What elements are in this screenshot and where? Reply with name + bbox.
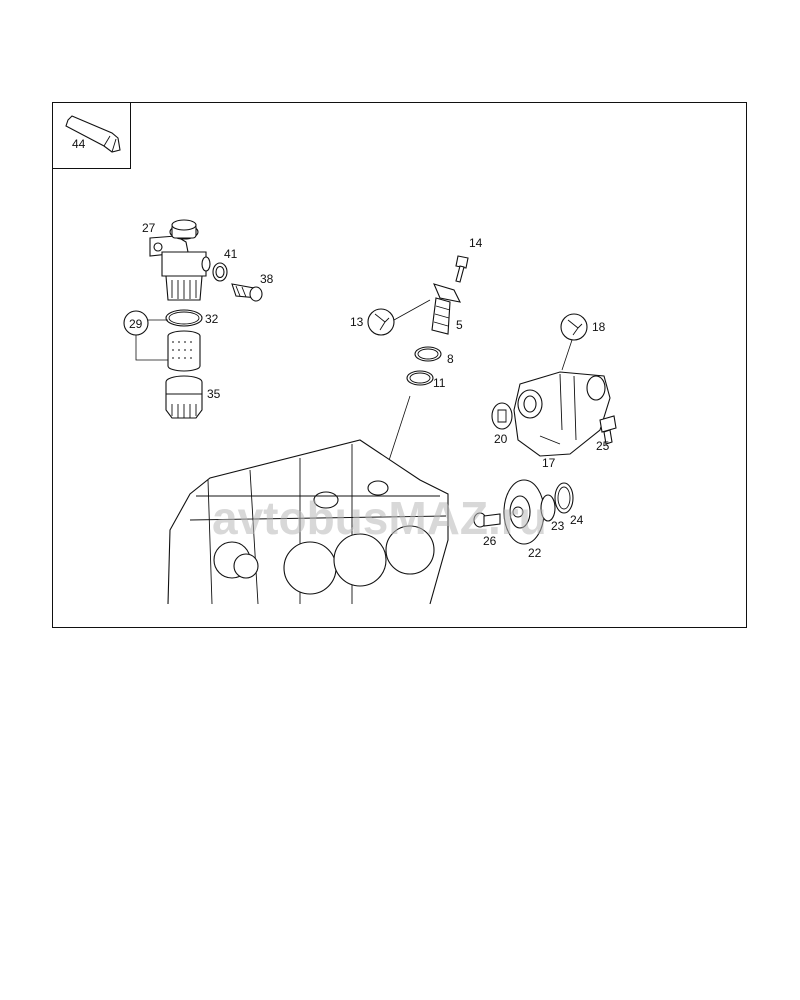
- engine-block-icon: [167, 439, 449, 605]
- o-ring-11-icon: [379, 370, 434, 489]
- bolt-25-icon: [599, 415, 617, 445]
- wrench-18-icon: [560, 313, 588, 371]
- callout-18: 18: [592, 320, 606, 334]
- banjo-bolt-icon: [231, 283, 263, 302]
- callout-20: 20: [494, 432, 508, 446]
- filter-bowl-icon: [165, 375, 203, 419]
- kit-29-bracket: [123, 310, 168, 361]
- inset-box: 44: [52, 102, 131, 169]
- callout-32: 32: [205, 312, 219, 326]
- callout-38: 38: [260, 272, 274, 286]
- callout-29: 29: [129, 317, 143, 331]
- callout-5: 5: [456, 318, 463, 332]
- sealing-ring-icon: [212, 262, 228, 282]
- callout-35: 35: [207, 387, 221, 401]
- fuel-filter-housing-icon: [149, 219, 211, 301]
- callout-14: 14: [469, 236, 483, 250]
- callout-24: 24: [570, 513, 584, 527]
- drive-gear-icon: [503, 479, 545, 545]
- callout-8: 8: [447, 352, 454, 366]
- callout-13: 13: [350, 315, 364, 329]
- callout-23: 23: [551, 519, 565, 533]
- callout-41: 41: [224, 247, 238, 261]
- callout-17: 17: [542, 456, 556, 470]
- callout-11: 11: [433, 376, 446, 390]
- o-ring-8-icon: [414, 346, 442, 362]
- bolt-14-icon: [455, 255, 469, 283]
- filter-element-icon: [167, 330, 201, 372]
- fuel-pump-icon: [513, 371, 611, 457]
- circlip-23-icon: [540, 494, 556, 522]
- callout-27: 27: [142, 221, 156, 235]
- ring-24-icon: [554, 482, 574, 514]
- coupling-20-icon: [491, 402, 513, 430]
- watermark-text: avtobusMAZ.ru: [212, 492, 547, 544]
- pump-element-icon: [431, 283, 461, 335]
- sealant-tube-icon: [65, 115, 121, 153]
- o-ring-icon: [165, 309, 203, 327]
- bolt-26-icon: [473, 512, 501, 528]
- callouts: 27 41 38 29 32 35 14 13 5 8 11 18 20 17 …: [129, 221, 610, 560]
- wrench-13-icon: [367, 299, 431, 336]
- callout-44: 44: [72, 137, 86, 151]
- callout-26: 26: [483, 534, 497, 548]
- callout-25: 25: [596, 439, 610, 453]
- callout-22: 22: [528, 546, 542, 560]
- diagram-frame: [52, 102, 747, 628]
